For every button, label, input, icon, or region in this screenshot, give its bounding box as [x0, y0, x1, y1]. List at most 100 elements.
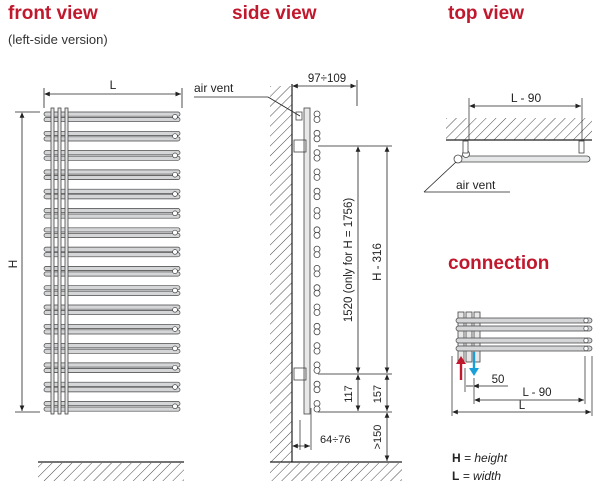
tube-end [313, 328, 321, 336]
connection-total-label: L [519, 400, 526, 412]
tube-cap [172, 384, 178, 390]
radiator-tube [43, 155, 181, 161]
side-spacing-label: 1520 (only for H = 1756) [343, 198, 355, 323]
tube-cap [172, 114, 178, 120]
tube-end [313, 347, 321, 355]
legend-h-desc: = height [464, 451, 508, 465]
tube-cap [172, 307, 178, 313]
tube-end [313, 289, 321, 297]
radiator-tube [43, 285, 181, 291]
tube-cap [172, 210, 178, 217]
radiator-tube [43, 323, 181, 329]
tube-cap [583, 337, 589, 344]
tube-cap [172, 133, 178, 139]
tube-end [313, 193, 321, 201]
radiator-tube [43, 136, 181, 142]
side-view-drawing: air vent 97÷109 1520 (only for H = 1756)… [194, 73, 402, 481]
tube-end [313, 251, 321, 259]
tube-end [313, 309, 321, 316]
radiator-tube [43, 310, 181, 316]
tube-end [313, 405, 321, 413]
top-air-vent-label: air vent [456, 178, 496, 192]
radiator-tube [43, 188, 181, 194]
radiator-tube [43, 304, 181, 310]
tube-cap [172, 191, 178, 197]
tube-cap [172, 345, 178, 352]
side-bottom-117: 117 [343, 385, 355, 403]
side-view-title: side view [232, 3, 317, 24]
legend-width: L = width [452, 467, 507, 485]
tube-end [313, 212, 321, 220]
radiator-tube [43, 348, 181, 354]
connection-drawing: 50 L - 90 L [451, 311, 593, 416]
radiator-tube [43, 271, 181, 277]
tube-cap [172, 326, 178, 332]
connection-tube [455, 337, 593, 344]
side-air-vent-label: air vent [194, 81, 234, 95]
radiator-tube [43, 169, 181, 175]
front-tubes [43, 111, 181, 412]
tube-end [313, 116, 321, 123]
connection-offset-label: 50 [492, 374, 505, 386]
tube-end [313, 110, 321, 118]
side-height-minus-label: H - 316 [372, 243, 384, 281]
front-view-title: front view [8, 3, 98, 24]
side-floor-gap: >150 [372, 425, 384, 450]
top-view-drawing: L - 90 air vent [423, 91, 592, 193]
radiator-tube [43, 213, 181, 219]
tube-cap [172, 364, 178, 371]
front-height-label: H [6, 260, 20, 269]
radiator-tube [43, 150, 181, 156]
tube-cap [583, 325, 589, 332]
tube-cap [172, 171, 178, 178]
radiator-tube [43, 406, 181, 412]
radiator-tube [43, 387, 181, 393]
tube-end [313, 386, 321, 394]
tube-cap [172, 268, 178, 274]
top-view-title: top view [448, 3, 525, 24]
tube-cap [172, 287, 178, 294]
radiator-tube [43, 246, 181, 252]
connection-tube [455, 325, 593, 332]
front-view-drawing: L H [6, 78, 184, 481]
radiator-tube [43, 227, 181, 233]
radiator-tube [43, 111, 181, 117]
radiator-tube [43, 130, 181, 136]
legend-h-key: H [452, 451, 461, 465]
tube-end [313, 231, 321, 239]
side-tubes [313, 110, 321, 413]
tube-end [313, 154, 321, 162]
legend: H = height L = width [452, 449, 507, 485]
radiator-tube [43, 266, 181, 271]
radiator-tube [43, 208, 181, 214]
radiator-tube [43, 362, 181, 368]
tube-cap [583, 317, 589, 324]
tube-end [313, 270, 321, 278]
side-depth-bottom: 64÷76 [320, 434, 351, 446]
top-width-label: L - 90 [511, 91, 542, 105]
legend-l-key: L [452, 469, 460, 483]
tube-cap [172, 403, 178, 410]
connection-tubes [455, 317, 593, 352]
flow-arrow-icon [456, 356, 466, 364]
radiator-tube [43, 194, 181, 200]
radiator-tube [43, 117, 181, 123]
tube-end [313, 135, 321, 143]
radiator-tube [43, 401, 181, 407]
connection-tube [455, 317, 593, 324]
radiator-tube [43, 175, 181, 180]
tube-cap [172, 249, 178, 255]
tube-cap [583, 345, 589, 352]
side-bottom-157: 157 [372, 385, 384, 403]
radiator-tube [43, 232, 181, 238]
connection-tube [455, 345, 593, 352]
radiator-tube [43, 329, 181, 335]
legend-l-desc: = width [462, 469, 502, 483]
front-view-subtitle: (left-side version) [8, 32, 108, 47]
radiator-tube [43, 252, 181, 258]
side-depth-top: 97÷109 [308, 73, 346, 85]
legend-height: H = height [452, 449, 507, 467]
tube-end [313, 173, 321, 181]
return-arrow-icon [469, 368, 479, 376]
